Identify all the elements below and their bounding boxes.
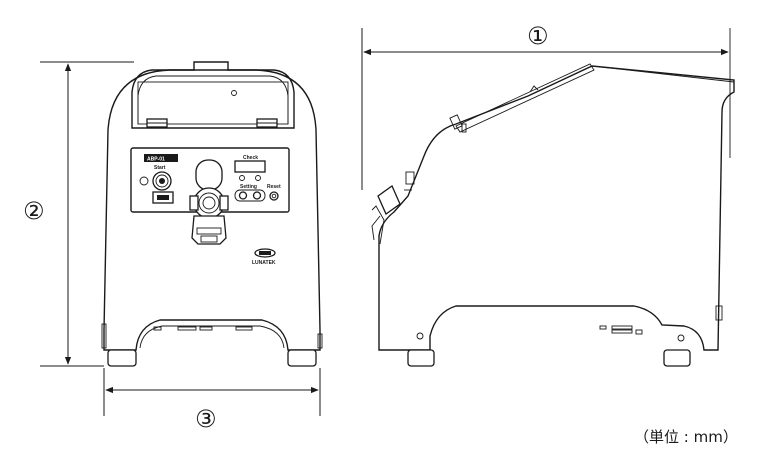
bottom-vents [153, 326, 253, 331]
front-lid [131, 69, 295, 129]
front-body-outline [103, 61, 321, 351]
side-bottom-vents [599, 325, 643, 335]
setting-button-b[interactable] [252, 191, 262, 200]
check-display [234, 160, 266, 173]
side-view [371, 28, 735, 367]
side-tube-clamp [377, 185, 401, 215]
start-label: Start [154, 165, 166, 171]
side-lid [455, 63, 595, 133]
tube-clamp[interactable] [191, 215, 227, 245]
side-body-outline [378, 65, 735, 351]
front-view: ABP-01 Start Check Setting Reset LUN [101, 61, 323, 367]
height-label: ② [23, 197, 45, 225]
setting-label: Setting [240, 184, 257, 190]
tube-holder-frame [195, 159, 223, 191]
dimension-lines [40, 28, 729, 416]
depth-label: ① [527, 22, 549, 50]
side-foot-back [663, 349, 691, 367]
check-label: Check [243, 155, 258, 161]
width-label: ③ [195, 405, 217, 433]
front-foot-left [107, 349, 137, 367]
model-label-plate [144, 154, 178, 162]
model-label: ABP-01 [147, 157, 165, 163]
screw-back [677, 334, 685, 342]
reset-label: Reset [267, 184, 281, 190]
setting-button-a[interactable] [238, 191, 248, 200]
brand-label: LUNATEK [252, 260, 276, 266]
unit-note: （単位 : mm） [634, 428, 738, 446]
reset-button[interactable] [269, 191, 279, 201]
front-foot-right [287, 349, 317, 367]
screw-front [416, 332, 424, 340]
side-foot-front [407, 349, 435, 367]
